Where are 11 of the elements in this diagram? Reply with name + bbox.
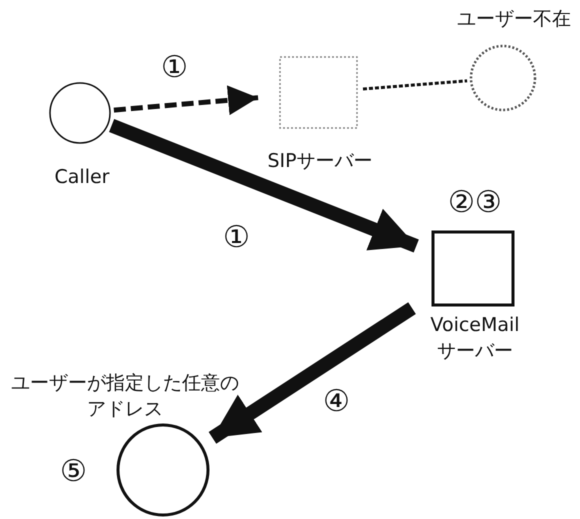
arrow bbox=[114, 85, 258, 116]
connector-line bbox=[362, 79, 468, 90]
node-label: SIPサーバー bbox=[266, 149, 374, 174]
node-label: Caller bbox=[54, 165, 110, 190]
arrow bbox=[208, 302, 416, 444]
step-number: ②③ bbox=[448, 186, 502, 220]
step-number: ⑤ bbox=[60, 455, 87, 489]
node-label: ユーザーが指定した任意のアドレス bbox=[10, 371, 240, 422]
node-label: ユーザー不在 bbox=[456, 7, 572, 32]
arrow bbox=[109, 119, 419, 253]
node-label: VoiceMail サーバー bbox=[429, 313, 521, 364]
